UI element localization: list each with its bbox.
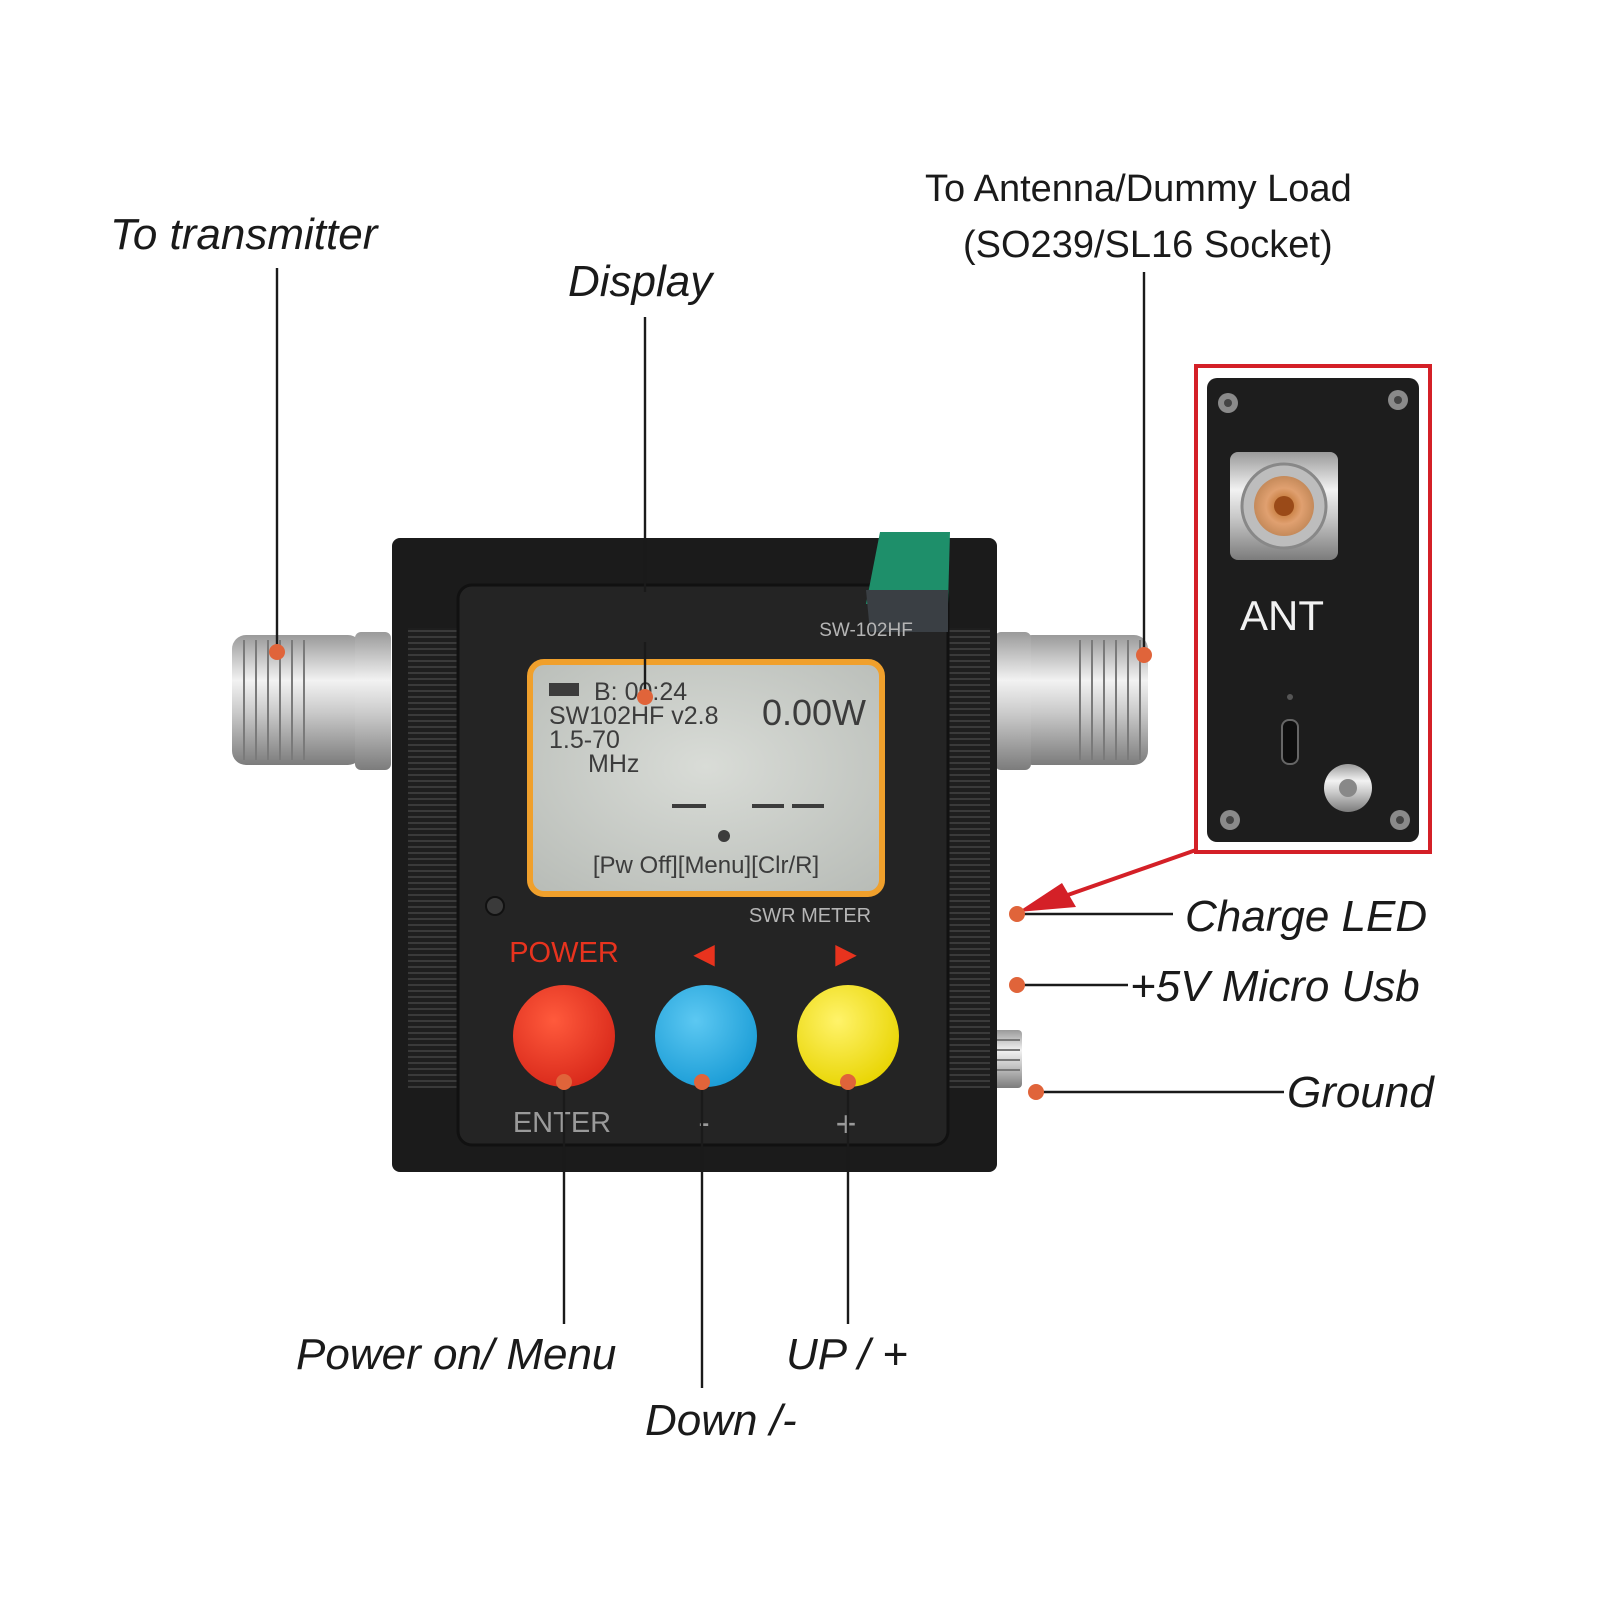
lcd-unit-line: MHz — [588, 750, 639, 778]
inset-arrow — [1018, 848, 1197, 912]
ground-screw — [992, 1030, 1022, 1088]
callout-to-antenna-line1: To Antenna/Dummy Load — [925, 168, 1352, 210]
lcd-range-line: 1.5-70 — [549, 726, 620, 754]
power-label: POWER — [509, 937, 619, 969]
green-tab — [866, 532, 950, 604]
enter-label: ENTER — [513, 1107, 611, 1139]
lcd-softkeys: [Pw Off][Menu][Clr/R] — [593, 852, 819, 879]
end-panel-inset: ANT — [1207, 378, 1419, 842]
callout-ground: Ground — [1287, 1068, 1434, 1117]
ant-label: ANT — [1240, 592, 1324, 639]
power-button[interactable] — [513, 985, 615, 1087]
up-button[interactable] — [797, 985, 899, 1087]
model-label: SW-102HF — [819, 620, 913, 641]
callout-power-menu: Power on/ Menu — [296, 1330, 617, 1379]
callout-charge-led: Charge LED — [1185, 892, 1428, 941]
callout-up: UP / + — [786, 1330, 908, 1379]
face-led — [485, 896, 505, 916]
callout-dots — [269, 644, 1152, 1100]
swr-meter-label: SWR METER — [749, 905, 871, 927]
plus-label: + — [835, 1103, 856, 1144]
callout-to-antenna-line2: (SO239/SL16 Socket) — [963, 224, 1333, 266]
leader-lines — [275, 268, 1284, 1388]
callout-micro-usb: +5V Micro Usb — [1130, 962, 1420, 1011]
callout-display: Display — [568, 257, 713, 306]
inset-highlight-box — [1194, 364, 1432, 854]
micro-usb-port — [1281, 719, 1299, 765]
battery-icon — [549, 683, 579, 696]
minus-label: - — [698, 1104, 709, 1142]
callout-down: Down /- — [645, 1396, 797, 1445]
lcd-power-reading: 0.00W — [762, 692, 866, 733]
lcd-version-line: SW102HF v2.8 — [549, 702, 719, 730]
right-arrow-icon: ▶ — [835, 938, 857, 969]
lcd-display: B: 00:24 SW102HF v2.8 0.00W 1.5-70 MHz [… — [527, 659, 885, 897]
down-button[interactable] — [655, 985, 757, 1087]
left-arrow-icon: ◀ — [693, 938, 715, 969]
left-connector — [232, 632, 391, 770]
callout-to-transmitter: To transmitter — [110, 210, 378, 259]
right-connector — [995, 632, 1148, 770]
